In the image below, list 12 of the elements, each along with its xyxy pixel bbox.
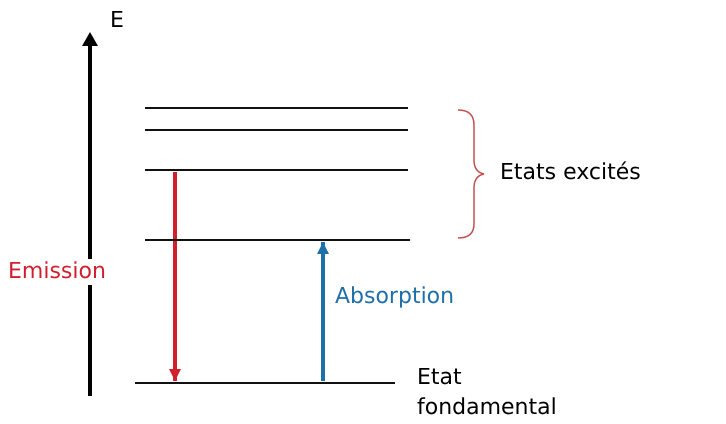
level-label: Etat fondamental	[417, 364, 558, 422]
energy-level-line	[145, 129, 408, 131]
axis-label: E	[110, 8, 124, 34]
energy-level-line	[145, 239, 410, 241]
energy-level-line	[145, 169, 408, 171]
arrow	[317, 242, 329, 381]
energy-level-line	[145, 107, 408, 109]
arrow	[169, 172, 181, 381]
edge-label: Absorption	[335, 284, 454, 310]
group-label: Etats excités	[500, 160, 641, 186]
energy-level-line	[135, 382, 395, 384]
edge-label: Emission	[8, 259, 106, 285]
